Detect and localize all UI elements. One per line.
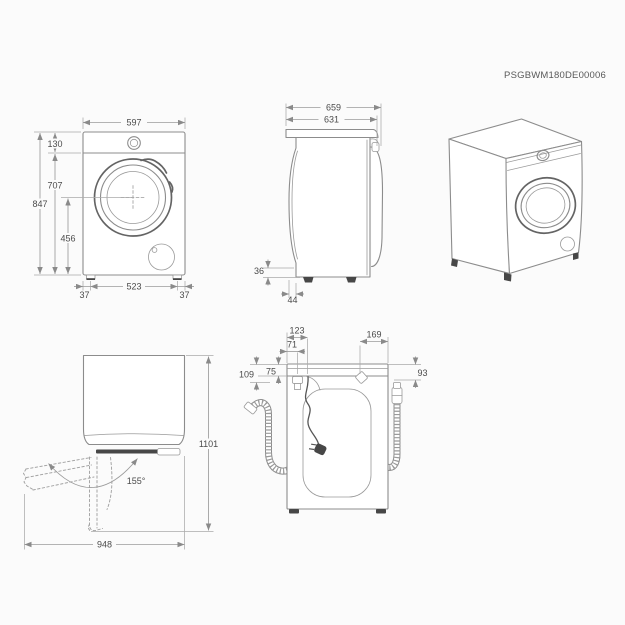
topview-door-closed-bar	[96, 449, 159, 454]
dim-front-heights: 847 130 707 456	[27, 131, 133, 276]
persp-knob-icon	[536, 149, 550, 162]
persp-front-face	[505, 140, 583, 275]
front-pump-screw	[151, 247, 158, 253]
dim-label-71: 71	[287, 340, 297, 350]
dim-label-37-right: 37	[179, 290, 189, 300]
dim-side-depths: 659 631	[285, 102, 382, 146]
dim-side-plinth: 36	[254, 259, 300, 286]
dim-label-169: 169	[366, 330, 381, 340]
drain-outlet-stem	[294, 383, 301, 390]
dim-label-44: 44	[287, 295, 297, 305]
dim-label-75: 75	[266, 367, 276, 377]
persp-worktop-edge	[506, 144, 582, 163]
dim-label-597: 597	[126, 118, 141, 128]
front-knob-inner	[129, 138, 139, 148]
topview-front-edge	[84, 433, 184, 436]
dim-top-width-open: 948	[24, 456, 185, 550]
dim-label-631: 631	[324, 115, 339, 125]
dim-side-door: 44	[281, 280, 304, 305]
front-view: 597 847 130 707 456 523 37	[27, 117, 194, 300]
side-cabinet-outline	[288, 136, 371, 278]
back-corner-detail	[304, 375, 321, 391]
persp-left-panel	[448, 138, 511, 275]
topview-handle-recess	[157, 448, 181, 456]
persp-panel-line	[507, 153, 581, 171]
dim-front-feet: 523 37 37	[74, 281, 194, 300]
front-foot-right-base	[173, 278, 182, 280]
dim-label-130: 130	[47, 139, 62, 149]
topview-cabinet-outline	[82, 354, 186, 446]
back-foot-left	[289, 509, 299, 514]
dim-label-707: 707	[47, 181, 62, 191]
dim-top-depth-open: 1101	[91, 355, 223, 532]
dim-label-847: 847	[32, 199, 47, 209]
front-knob-icon	[127, 136, 141, 150]
power-cord	[304, 376, 327, 456]
side-door-edge	[291, 150, 298, 260]
drain-outlet-fitting	[292, 376, 303, 384]
door-swing-arc	[48, 458, 138, 488]
dim-back-left: 75 109	[239, 356, 287, 391]
back-foot-right	[376, 509, 386, 514]
dim-back-top: 123 71 169	[279, 326, 389, 374]
dim-label-36: 36	[254, 266, 264, 276]
side-worktop	[285, 128, 379, 139]
dim-label-1101: 1101	[199, 439, 218, 449]
side-foot-rear	[346, 277, 357, 283]
inlet-valve-fitting	[355, 371, 368, 384]
dim-label-948: 948	[97, 540, 112, 550]
persp-door	[514, 176, 577, 235]
side-view: 659 631 36 44	[254, 102, 384, 305]
front-door-side-bump	[168, 181, 174, 193]
dim-label-37-left: 37	[79, 290, 89, 300]
inlet-hose-nut	[393, 382, 401, 389]
drain-hose-end-fitting	[243, 401, 258, 415]
dim-label-93: 93	[418, 368, 428, 378]
document-code: PSGBWM180DE00006	[504, 70, 606, 81]
front-foot-left-base	[86, 278, 95, 280]
power-plug-icon	[314, 443, 327, 456]
side-hose-connector	[371, 142, 380, 152]
dim-back-right: 93	[388, 356, 428, 388]
dim-label-523: 523	[126, 282, 141, 292]
top-view: 155° 1101 948	[22, 354, 223, 550]
back-panel-recess	[302, 388, 372, 498]
dim-label-155deg: 155°	[127, 476, 146, 486]
persp-foot-front	[504, 272, 512, 282]
side-back-panel	[370, 146, 384, 268]
front-door-hinge-tab	[140, 158, 168, 174]
front-pump-cover	[148, 243, 175, 271]
dim-label-456: 456	[60, 234, 75, 244]
perspective-view	[448, 118, 583, 282]
dim-label-109: 109	[239, 370, 254, 380]
topview-door-open-90	[87, 456, 113, 532]
side-foot-front	[303, 277, 314, 283]
dim-label-659: 659	[326, 103, 341, 113]
back-view: 123 71 169 75 109 93	[239, 326, 428, 514]
back-cabinet-outline	[286, 363, 389, 510]
persp-foot-left	[451, 258, 458, 267]
dim-label-123: 123	[289, 326, 304, 336]
persp-foot-right	[573, 252, 579, 260]
dim-front-width: 597	[82, 117, 186, 129]
persp-pump-cover	[560, 236, 575, 252]
